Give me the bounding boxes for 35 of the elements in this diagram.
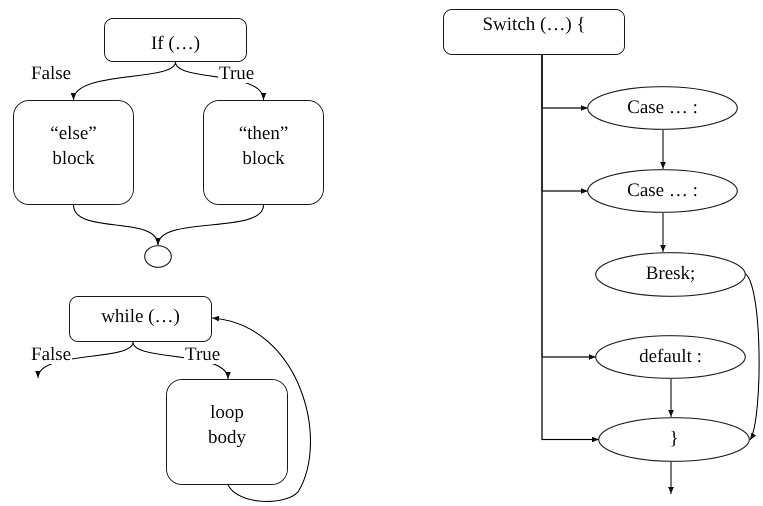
case-ellipse [595, 335, 746, 379]
arrow [157, 204, 264, 246]
process-box [166, 379, 288, 485]
node-label: while (…) [101, 304, 180, 329]
node-label: default : [639, 344, 702, 369]
case-ellipse [598, 417, 750, 462]
node-label: Case … : [627, 178, 698, 203]
case-ellipse [587, 86, 738, 130]
case-ellipse [595, 252, 746, 297]
arrow [212, 316, 311, 502]
node-label: } [669, 427, 679, 452]
arrow [660, 213, 666, 252]
edge-label: False [30, 345, 72, 364]
node-label: Switch (…) { [482, 12, 586, 37]
node-label: Bresk; [646, 262, 696, 286]
arrow [660, 130, 666, 169]
process-box [203, 100, 324, 205]
arrow [541, 55, 599, 442]
arrow [668, 462, 674, 494]
process-box [13, 100, 134, 205]
node-label: If (…) [150, 32, 200, 56]
edge-label: True [184, 345, 222, 364]
case-ellipse [587, 169, 738, 213]
edge-label: True [218, 64, 256, 83]
process-box [104, 18, 247, 62]
arrow [668, 379, 674, 417]
arrow [744, 272, 760, 440]
process-box [443, 9, 625, 55]
node-label: “then” block [238, 122, 290, 170]
arrow [72, 62, 176, 100]
node-label: “else” block [49, 122, 98, 170]
node-label: Case … : [627, 96, 698, 120]
node-label: loop body [207, 401, 247, 450]
process-box [69, 296, 212, 342]
junction-circle [144, 245, 172, 268]
